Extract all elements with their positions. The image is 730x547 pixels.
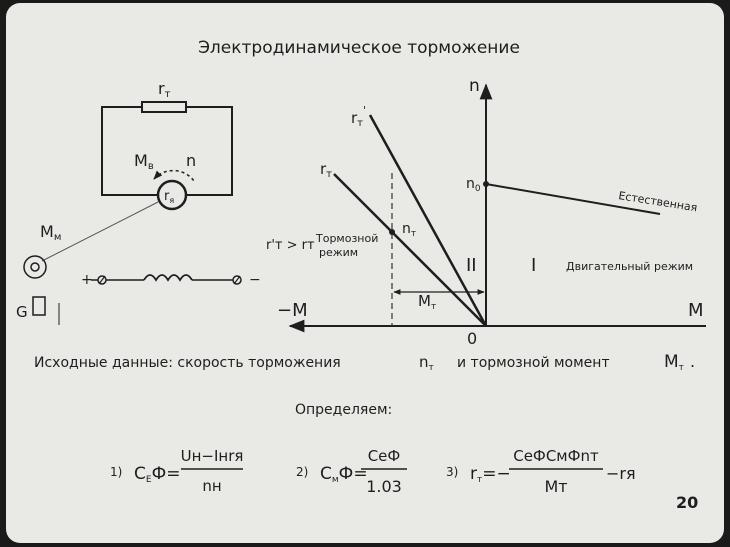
brake-mode-line2: режим — [319, 246, 358, 259]
formula-1-index: 1) — [110, 465, 122, 479]
speed-arc — [153, 169, 195, 182]
circuit-wire-left — [101, 106, 157, 196]
natural-label: Естественная — [618, 189, 699, 214]
m-axis-pos-label: M — [688, 300, 704, 321]
brake-mode-line1: Тормозной — [315, 232, 378, 245]
formula-3-lhs: rт=− — [470, 464, 511, 485]
field-minus: − — [249, 272, 261, 288]
characteristics-graph: n M −M 0 n0 Естественная rт rт' nт Mт r'… — [266, 76, 706, 348]
formula-2: 2) CмФ= CеФ 1.03 — [296, 447, 407, 496]
formula-2-lhs: CмФ= — [320, 464, 368, 485]
formula-1: 1) CЕФ= Uн−Iнrя nн — [110, 447, 243, 495]
origin-label: 0 — [467, 329, 477, 348]
field-terminal-left-slash — [98, 275, 106, 285]
formula-2-numerator: CеФ — [368, 447, 401, 465]
nt-point — [389, 229, 395, 235]
given-text: Исходные данные: скорость торможения — [34, 355, 341, 371]
field-plus: + — [81, 272, 93, 288]
given-nt: nт — [419, 353, 434, 373]
resistor-label: rт — [158, 79, 171, 100]
formula-1-lhs: CЕФ= — [134, 464, 180, 485]
nt-label: nт — [402, 221, 416, 239]
armature-label: rя — [164, 189, 174, 205]
mt-label: Mт — [418, 292, 436, 312]
quadrant-2-label: II — [466, 255, 477, 276]
formula-3-tail: −rя — [606, 464, 636, 483]
formula-1-denominator: nн — [202, 477, 221, 495]
page-number: 20 — [676, 493, 698, 512]
shaft-circle-inner — [30, 262, 40, 272]
slide: Электродинамическое торможение rт rя Mв … — [6, 3, 724, 543]
n-axis-label: n — [469, 76, 480, 96]
natural-characteristic — [485, 183, 661, 215]
slide-art: Электродинамическое торможение rт rя Mв … — [16, 38, 706, 512]
given-end: . — [690, 352, 695, 371]
formula-2-index: 2) — [296, 465, 308, 479]
slide-title: Электродинамическое торможение — [198, 38, 520, 58]
generator-box — [32, 296, 46, 316]
quadrant-1-label: I — [531, 255, 536, 276]
mech-moment-label: Mм — [40, 222, 61, 243]
formula-2-denominator: 1.03 — [366, 477, 402, 496]
armature-circle — [156, 179, 188, 211]
n0-point — [483, 181, 489, 187]
formula-1-numerator: Uн−Iнrя — [181, 447, 244, 465]
rt-label: rт — [320, 160, 332, 180]
formula-3-numerator: CеФCмФnт — [513, 447, 599, 465]
formula-3: 3) rт=− CеФCмФnт Mт −rя — [446, 447, 636, 496]
motor-moment-label: Mв — [134, 151, 154, 172]
brake-line-rt — [333, 173, 487, 327]
circuit-diagram: rт rя Mв n Mм + − G — [16, 79, 261, 325]
rt-prime-label: rт' — [351, 104, 366, 129]
speed-label: n — [186, 151, 196, 170]
field-coil — [143, 274, 193, 282]
n0-label: n0 — [466, 176, 481, 194]
field-terminal-right — [232, 275, 242, 285]
formula-3-denominator: Mт — [544, 477, 567, 496]
given-mt: Mт — [664, 352, 684, 373]
resistor-rt — [141, 101, 187, 113]
rt-compare-label: r'т > rт — [266, 238, 315, 253]
shaft-circle-outer — [23, 255, 47, 279]
formula-3-index: 3) — [446, 465, 458, 479]
determine-heading: Определяем: — [295, 402, 392, 418]
field-terminal-right-slash — [233, 275, 241, 285]
given-and-text: и тормозной момент — [457, 355, 610, 371]
shaft-line — [41, 201, 159, 262]
m-axis-neg-label: −M — [277, 300, 308, 321]
given-line: Исходные данные: скорость торможения nт … — [34, 352, 695, 373]
motor-mode-label: Двигательный режим — [566, 260, 693, 273]
circuit-wire-right — [186, 106, 233, 196]
generator-label: G — [16, 303, 28, 321]
